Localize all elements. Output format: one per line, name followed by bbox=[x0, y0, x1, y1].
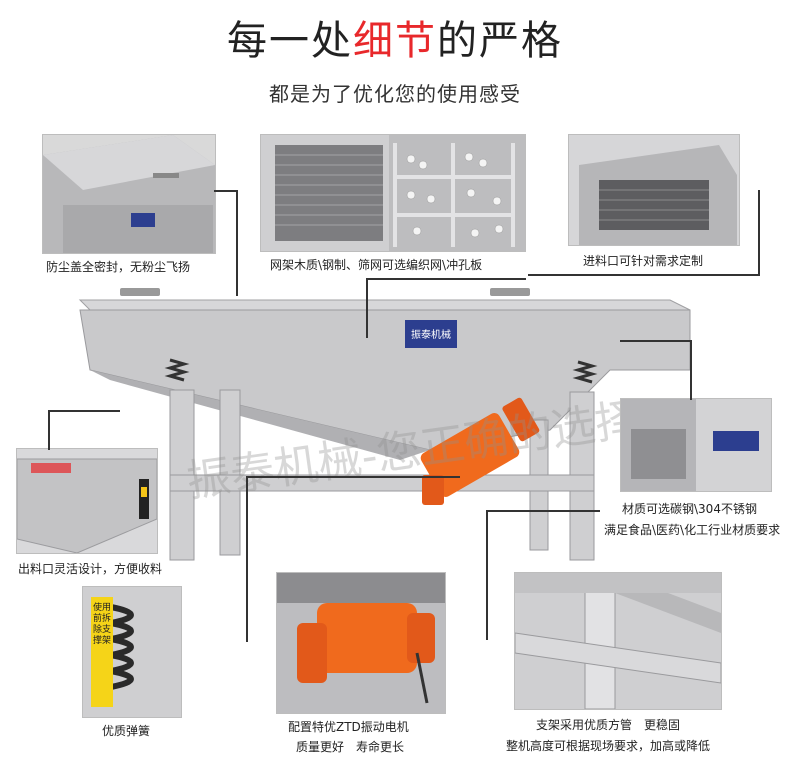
motor-photo bbox=[276, 572, 446, 714]
dust-cover-caption: 防尘盖全密封，无粉尘飞扬 bbox=[46, 260, 191, 274]
title-highlight: 细节 bbox=[353, 18, 437, 64]
dust-cover-photo bbox=[42, 134, 216, 254]
page-subtitle: 都是为了优化您的使用感受 bbox=[269, 82, 521, 106]
frame-caption-line-1: 支架采用优质方管 更稳固 bbox=[536, 718, 681, 732]
title-part-1: 每一处 bbox=[227, 18, 353, 64]
feed-inlet-photo bbox=[568, 134, 740, 246]
connector-line bbox=[246, 476, 460, 478]
connector-line bbox=[236, 190, 238, 296]
connector-line bbox=[214, 190, 236, 192]
frame-caption-line-2: 整机高度可根据现场要求，加高或降低 bbox=[506, 739, 711, 753]
spring-caption: 优质弹簧 bbox=[102, 724, 151, 738]
connector-line bbox=[246, 476, 248, 642]
connector-line bbox=[486, 510, 600, 512]
vibrating-screen-machine: 振泰机械 振泰机械-您正确的选择 bbox=[70, 270, 760, 570]
material-caption-line-2: 满足食品\医药\化工行业材质要求 bbox=[604, 523, 781, 537]
material-photo bbox=[620, 398, 772, 492]
connector-line bbox=[366, 278, 526, 280]
connector-line bbox=[48, 410, 120, 412]
connector-line bbox=[620, 340, 692, 342]
connector-line bbox=[758, 190, 760, 274]
spring-photo: 使用前拆除支撑架 bbox=[82, 586, 182, 718]
discharge-outlet-caption: 出料口灵活设计，方便收料 bbox=[18, 562, 163, 576]
material-caption-line-1: 材质可选碳钢\304不锈钢 bbox=[622, 502, 757, 516]
discharge-outlet-photo bbox=[16, 448, 158, 554]
frame-photo bbox=[514, 572, 722, 710]
connector-line bbox=[486, 510, 488, 640]
nameplate-text: 振泰机械 bbox=[411, 328, 451, 341]
connector-line bbox=[366, 278, 368, 338]
spring-warning-label: 使用前拆除支撑架 bbox=[93, 603, 112, 646]
title-part-2: 的严格 bbox=[437, 18, 563, 64]
connector-line bbox=[48, 410, 50, 450]
page-title: 每一处细节的严格 bbox=[0, 8, 790, 66]
connector-line bbox=[528, 274, 760, 276]
motor-caption-line-2: 质量更好 寿命更长 bbox=[296, 740, 405, 754]
screen-mesh-photo bbox=[260, 134, 526, 252]
screen-mesh-caption: 网架木质\钢制、筛网可选编织网\冲孔板 bbox=[270, 258, 483, 272]
connector-line bbox=[690, 340, 692, 400]
motor-caption-line-1: 配置特优ZTD振动电机 bbox=[288, 720, 409, 734]
feed-inlet-caption: 进料口可针对需求定制 bbox=[583, 254, 704, 268]
